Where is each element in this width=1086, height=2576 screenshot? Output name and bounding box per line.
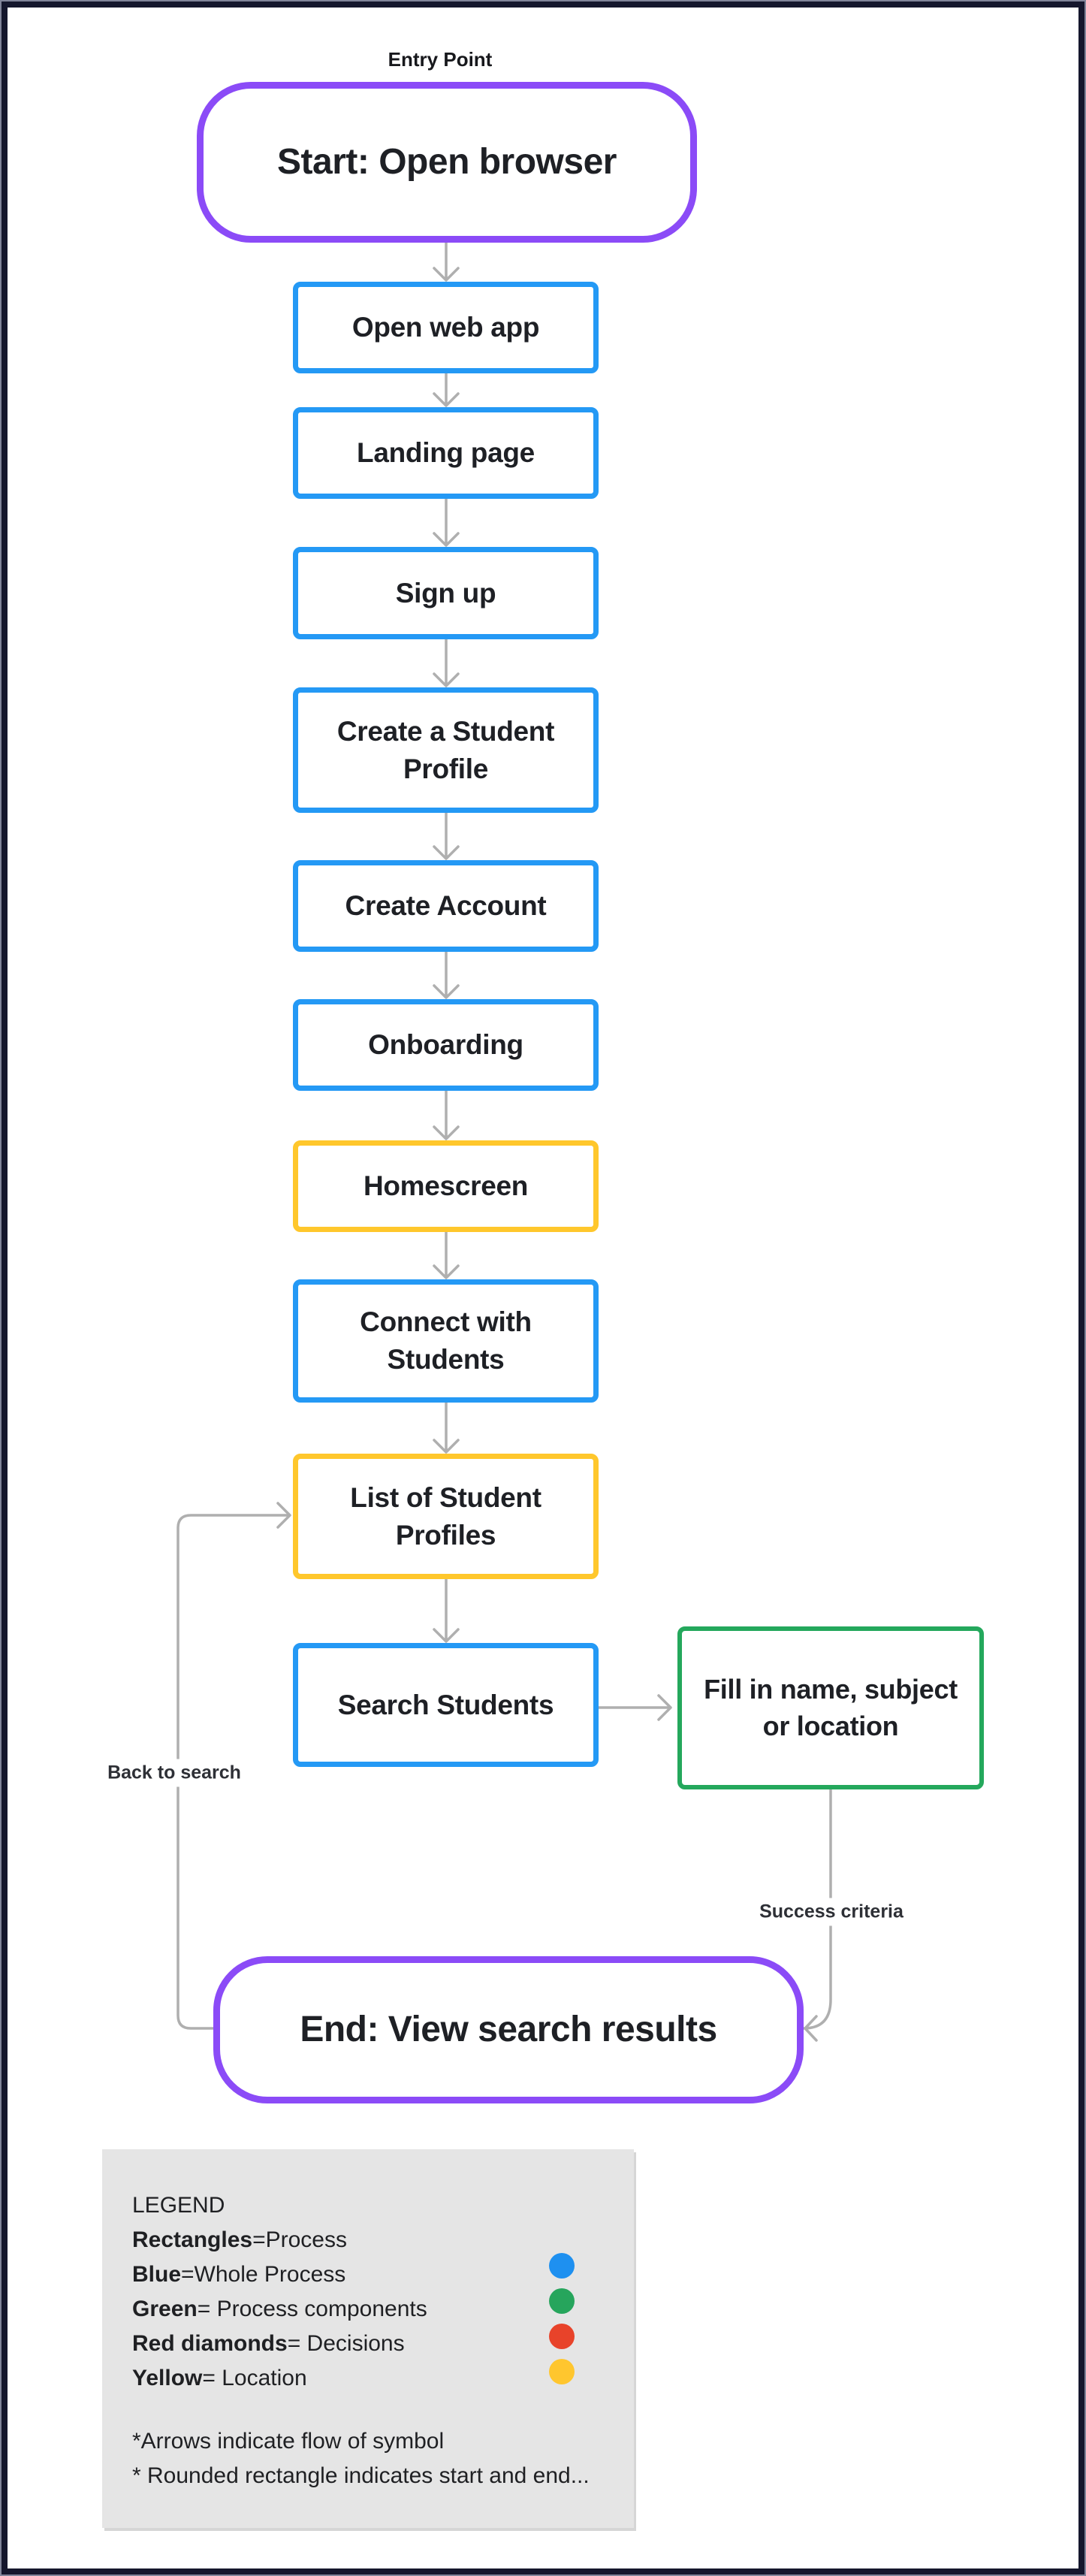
legend-term: Rectangles (132, 2227, 253, 2252)
node-label: Onboarding (368, 1029, 523, 1061)
legend-dot-yellow (549, 2359, 575, 2384)
node-fill-in-name[interactable]: Fill in name, subject or location (677, 1626, 984, 1789)
node-end[interactable]: End: View search results (213, 1956, 804, 2103)
node-label: Connect with Students (360, 1306, 532, 1375)
legend-dot-blue (549, 2253, 575, 2279)
legend-item-rectangles: Rectangles=Process (132, 2227, 347, 2254)
legend-item-yellow: Yellow= Location (132, 2365, 307, 2392)
entry-point-label: Entry Point (388, 48, 493, 71)
legend-desc: = Decisions (287, 2331, 405, 2356)
legend-desc: =Whole Process (181, 2262, 346, 2287)
node-label: Homescreen (363, 1170, 529, 1202)
legend-term: Blue (132, 2262, 182, 2287)
legend-term: Green (132, 2297, 198, 2321)
edge-signup-to-profile (433, 638, 460, 687)
legend-item-red-diamonds: Red diamonds= Decisions (132, 2330, 405, 2357)
legend-note-arrows: *Arrows indicate flow of symbol (132, 2429, 445, 2454)
edge-homescreen-to-connect (433, 1229, 460, 1279)
legend-dot-red (549, 2324, 575, 2349)
node-list-of-student-profiles[interactable]: List of Student Profiles (293, 1454, 599, 1579)
node-landing-page[interactable]: Landing page (293, 407, 599, 499)
edge-fillin-to-end-success (802, 1788, 832, 2042)
node-label: Search Students (337, 1689, 554, 1720)
node-search-students[interactable]: Search Students (293, 1643, 599, 1767)
edge-start-to-openwebapp (433, 241, 460, 282)
legend-dot-green (549, 2288, 575, 2314)
node-open-web-app[interactable]: Open web app (293, 282, 599, 373)
edge-landing-to-signup (433, 497, 460, 547)
node-connect-with-students[interactable]: Connect with Students (293, 1279, 599, 1403)
edge-connect-to-list (433, 1401, 460, 1454)
node-label: Create a Student Profile (336, 715, 555, 784)
edge-label-success-criteria: Success criteria (752, 1898, 911, 1926)
node-label: Create Account (345, 890, 547, 922)
node-create-account[interactable]: Create Account (293, 860, 599, 952)
node-label: Start: Open browser (277, 141, 617, 182)
node-label: List of Student Profiles (350, 1481, 541, 1551)
legend-desc: = Process components (197, 2297, 427, 2321)
edge-account-to-onboarding (433, 949, 460, 999)
node-homescreen[interactable]: Homescreen (293, 1140, 599, 1232)
legend-item-blue: Blue=Whole Process (132, 2261, 345, 2288)
node-label: Sign up (395, 577, 496, 609)
node-start[interactable]: Start: Open browser (197, 82, 697, 243)
edge-onboarding-to-homescreen (433, 1088, 460, 1140)
node-create-student-profile[interactable]: Create a Student Profile (293, 687, 599, 813)
node-label: Open web app (351, 312, 540, 343)
edge-list-to-search (433, 1578, 460, 1643)
node-label: Fill in name, subject or location (704, 1673, 958, 1741)
node-sign-up[interactable]: Sign up (293, 547, 599, 639)
legend-panel: LEGEND Rectangles=Process Blue=Whole Pro… (102, 2149, 634, 2528)
legend-item-green: Green= Process components (132, 2296, 427, 2323)
node-label: End: View search results (300, 2009, 717, 2049)
legend-desc: = Location (202, 2366, 307, 2390)
legend-desc: =Process (252, 2227, 347, 2252)
edge-search-to-fillin (597, 1694, 672, 1721)
node-label: Landing page (357, 437, 535, 469)
edge-label-back-to-search: Back to search (100, 1759, 249, 1787)
legend-term: Red diamonds (132, 2331, 288, 2356)
edge-openwebapp-to-landing (433, 372, 460, 407)
legend-term: Yellow (132, 2366, 203, 2390)
edge-profile-to-account (433, 811, 460, 860)
legend-note-rounded: * Rounded rectangle indicates start and … (132, 2463, 590, 2488)
legend-title: LEGEND (132, 2193, 225, 2218)
node-onboarding[interactable]: Onboarding (293, 999, 599, 1091)
